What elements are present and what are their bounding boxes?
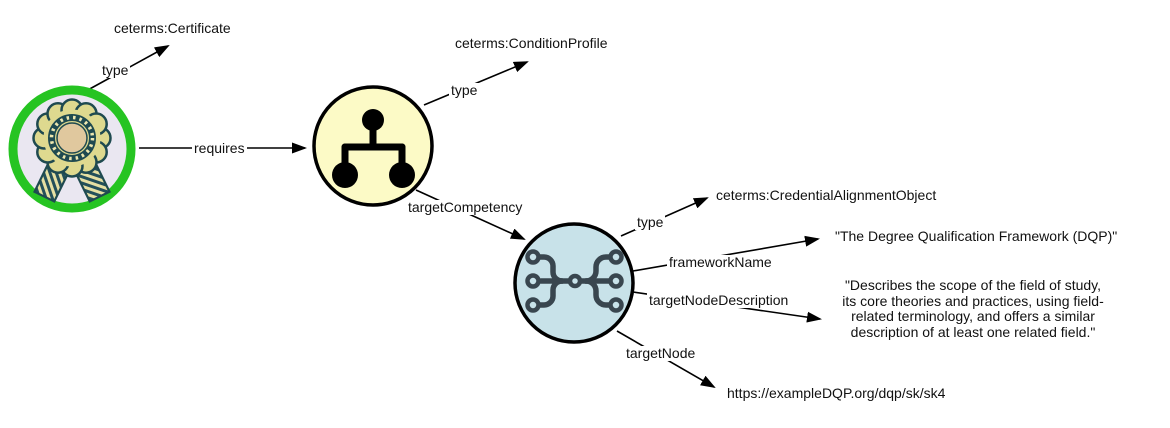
node-condition-profile [312, 85, 434, 207]
value-ceterms-credentialalignmentobject: ceterms:CredentialAlignmentObject [716, 187, 937, 203]
value-ceterms-conditionprofile: ceterms:ConditionProfile [455, 35, 608, 51]
edge-label-type-credential: type [100, 62, 131, 78]
value-target-node-url: https://exampleDQP.org/dqp/sk/sk4 [727, 385, 946, 401]
framework-merge-icon [525, 249, 624, 313]
edge-label-type-condition-profile: type [449, 82, 480, 98]
value-ceterms-certificate: ceterms:Certificate [114, 20, 231, 36]
node-competency-alignment [513, 222, 635, 344]
value-target-node-description: "Describes the scope of the field of stu… [842, 277, 1104, 340]
edge-label-type-competency: type [635, 214, 666, 230]
edge-label-framework-name: frameworkName [667, 254, 774, 270]
rosette-ring-triangles [49, 115, 95, 161]
value-framework-name: "The Degree Qualification Framework (DQP… [835, 228, 1118, 244]
hierarchy-tree-icon [332, 109, 415, 188]
edge-label-target-competency: targetCompetency [406, 199, 525, 215]
edge-label-target-node-description: targetNodeDescription [647, 292, 791, 308]
edge-label-requires: requires [192, 140, 247, 156]
certificate-badge-icon [32, 98, 112, 203]
node-credential [8, 85, 136, 213]
rosette-center [56, 122, 88, 154]
edge-label-target-node: targetNode [624, 345, 698, 361]
